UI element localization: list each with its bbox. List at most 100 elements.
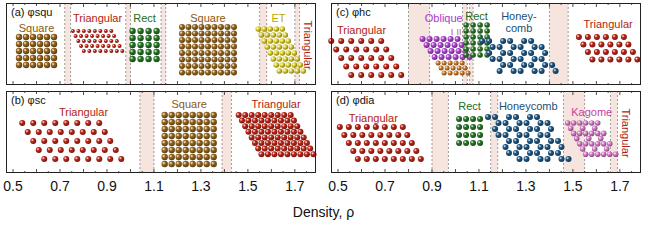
lattice-particle: [168, 112, 174, 118]
lattice-particle: [44, 41, 50, 47]
tick-label: 0.7: [50, 178, 69, 194]
lattice-particle: [185, 24, 191, 30]
lattice-particle: [211, 37, 217, 43]
lattice-particle: [297, 151, 303, 157]
band-edge: [431, 91, 432, 173]
lattice-particle: [192, 31, 198, 37]
lattice-particle: [137, 28, 143, 34]
lattice-particle: [107, 138, 113, 144]
lattice-particle: [249, 134, 255, 140]
tick-label: 1.1: [469, 178, 488, 194]
phase-label: Triangular: [337, 24, 386, 36]
lattice-particle: [179, 31, 185, 37]
lattice-particle: [448, 71, 453, 76]
lattice-particle: [47, 129, 53, 135]
lattice-particle: [87, 29, 91, 33]
lattice-particle: [275, 134, 281, 140]
lattice-particle: [37, 41, 43, 47]
lattice-particle: [109, 49, 113, 53]
band-edge: [139, 91, 140, 173]
lattice-particle: [210, 112, 216, 118]
lattice-particle: [513, 150, 519, 156]
phase-label: Square: [19, 22, 54, 34]
panel-title: (c) φhc: [334, 6, 373, 18]
lattice-particle: [559, 156, 565, 162]
lattice-particle: [284, 140, 290, 146]
lattice-particle: [409, 140, 415, 146]
lattice-particle: [500, 38, 506, 44]
lattice-particle: [276, 32, 282, 38]
lattice-particle: [621, 49, 627, 55]
lattice-particle: [435, 48, 441, 54]
lattice-particle: [382, 140, 388, 146]
lattice-particle: [625, 42, 631, 48]
lattice-particle: [383, 64, 389, 70]
lattice-particle: [189, 126, 195, 132]
lattice-particle: [185, 44, 191, 50]
lattice-particle: [454, 61, 459, 66]
lattice-particle: [185, 63, 191, 69]
lattice-particle: [456, 48, 462, 54]
lattice-particle: [517, 132, 523, 138]
tick-label: 1.7: [285, 178, 304, 194]
lattice-particle: [258, 151, 264, 157]
lattice-particle: [449, 48, 455, 54]
lattice-particle: [41, 156, 47, 162]
band-edge: [231, 91, 232, 173]
lattice-particle: [337, 124, 343, 130]
lattice-particle: [85, 120, 91, 126]
lattice-particle: [258, 118, 264, 124]
lattice-particle: [101, 34, 105, 38]
lattice-particle: [161, 133, 167, 139]
lattice-particle: [616, 42, 622, 48]
lattice-particle: [288, 146, 294, 152]
lattice-particle: [463, 22, 469, 28]
lattice-particle: [44, 34, 50, 40]
lattice-particle: [291, 140, 297, 146]
lattice-particle: [25, 129, 31, 135]
lattice-particle: [592, 125, 598, 131]
lattice-particle: [359, 148, 365, 154]
lattice-particle: [252, 129, 258, 135]
lattice-particle: [182, 112, 188, 118]
lattice-particle: [175, 133, 181, 139]
phase-label: Triangular: [59, 106, 108, 118]
lattice-particle: [346, 124, 352, 130]
lattice-particle: [583, 131, 589, 137]
lattice-particle: [96, 44, 100, 48]
lattice-particle: [539, 68, 545, 74]
lattice-particle: [268, 134, 274, 140]
band-edge: [153, 91, 154, 173]
lattice-particle: [30, 48, 36, 54]
lattice-particle: [182, 119, 188, 125]
lattice-particle: [595, 131, 601, 137]
lattice-particle: [118, 44, 122, 48]
lattice-particle: [182, 147, 188, 153]
lattice-particle: [282, 44, 288, 50]
lattice-particle: [255, 112, 261, 118]
panel-title: (d) φdia: [334, 94, 376, 106]
lattice-particle: [218, 37, 224, 43]
lattice-particle: [44, 48, 50, 54]
lattice-particle: [153, 35, 159, 41]
lattice-particle: [333, 47, 339, 53]
lattice-particle: [203, 154, 209, 160]
lattice-particle: [189, 140, 195, 146]
lattice-particle: [466, 71, 471, 76]
lattice-particle: [353, 64, 359, 70]
lattice-particle: [264, 32, 270, 38]
lattice-particle: [527, 150, 533, 156]
lattice-particle: [368, 38, 374, 44]
lattice-particle: [284, 129, 290, 135]
tick-label: 1.7: [610, 178, 629, 194]
lattice-particle: [441, 36, 447, 42]
lattice-particle: [534, 138, 540, 144]
lattice-particle: [37, 34, 43, 40]
lattice-particle: [538, 156, 544, 162]
coexistence-band: [65, 3, 71, 85]
lattice-particle: [145, 35, 151, 41]
lattice-particle: [273, 26, 279, 32]
lattice-particle: [192, 50, 198, 56]
lattice-particle: [346, 140, 352, 146]
lattice-particle: [198, 24, 204, 30]
